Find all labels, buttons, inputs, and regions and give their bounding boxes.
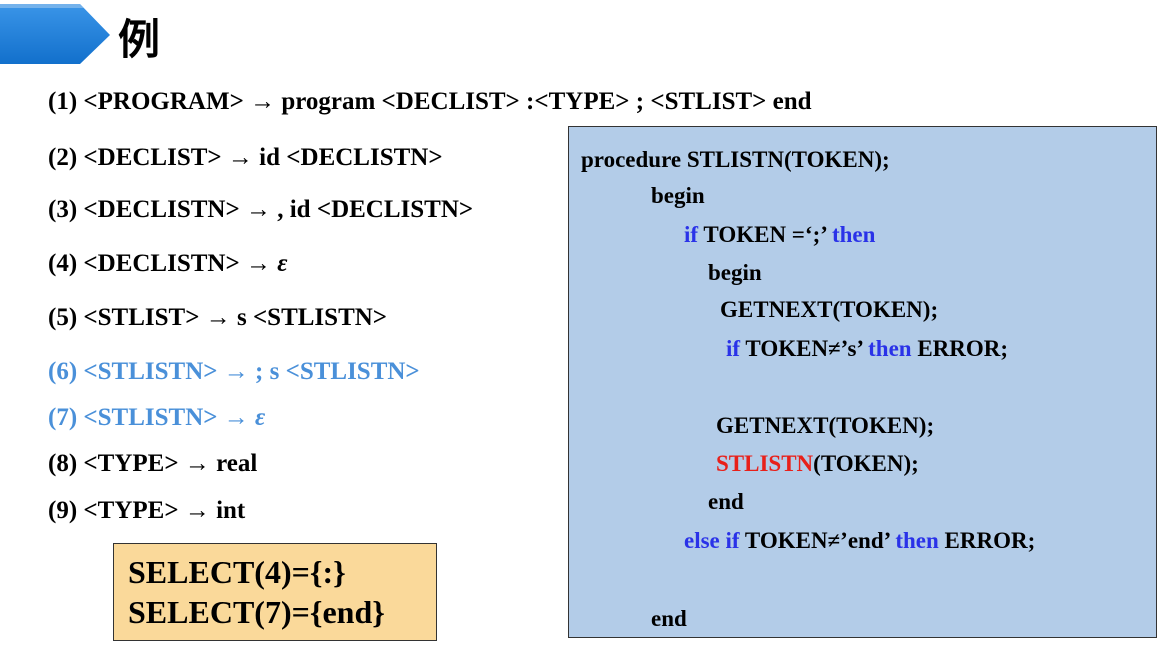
keyword-else-if: else if [684, 528, 740, 553]
condition-text: TOKEN =‘;’ [698, 222, 832, 247]
epsilon-symbol: ε [255, 404, 266, 431]
title-arrow-banner [0, 0, 120, 66]
keyword-if: if [726, 336, 741, 361]
grammar-rule-6: (6) <STLISTN> → ; s <STLISTN> [48, 358, 420, 386]
condition-text: TOKEN≠’s’ [740, 336, 869, 361]
arrow-icon [0, 4, 110, 64]
grammar-rule-9: (9) <TYPE> → int [48, 497, 245, 525]
grammar-rule-3: (3) <DECLISTN> → , id <DECLISTN> [48, 196, 473, 224]
epsilon-symbol: ε [277, 250, 288, 277]
call-args: (TOKEN); [813, 451, 919, 476]
rule-number: (1) [48, 88, 78, 115]
code-line-procedure: procedure STLISTN(TOKEN); [581, 147, 890, 172]
rule-text: <TYPE> → int [83, 497, 246, 524]
code-line-if-semicolon: if TOKEN =‘;’ then [684, 222, 875, 248]
code-line-begin: begin [651, 183, 705, 208]
rule-number: (4) [48, 250, 78, 277]
rule-number: (3) [48, 196, 78, 223]
keyword-then: then [868, 336, 912, 361]
page-title: 例 [118, 15, 162, 64]
keyword-then: then [895, 528, 939, 553]
rule-number: (2) [48, 144, 78, 171]
rule-text: <PROGRAM> → program <DECLIST> :<TYPE> ; … [83, 88, 812, 115]
code-line-recursive-call: STLISTN(TOKEN); [716, 451, 919, 477]
code-line-if-s: if TOKEN≠’s’ then ERROR; [726, 336, 1008, 362]
error-text: ERROR; [911, 336, 1009, 361]
rule-number: (6) [48, 358, 78, 385]
code-line-inner-end: end [708, 489, 744, 514]
grammar-rule-7: (7) <STLISTN> → ε [48, 404, 265, 432]
keyword-if: if [684, 222, 699, 247]
select-set-4: SELECT(4)={:} [128, 554, 346, 590]
grammar-rule-5: (5) <STLIST> → s <STLISTN> [48, 304, 387, 332]
select-set-7: SELECT(7)={end} [128, 594, 385, 630]
procedure-code-box: procedure STLISTN(TOKEN); begin if TOKEN… [568, 126, 1157, 638]
rule-text: <STLIST> → s <STLISTN> [83, 304, 388, 331]
rule-text: <DECLISTN> → [83, 250, 278, 277]
error-text: ERROR; [938, 528, 1036, 553]
rule-number: (8) [48, 450, 78, 477]
code-line-getnext-2: GETNEXT(TOKEN); [716, 413, 935, 438]
rule-text: <STLISTN> → ; s <STLISTN> [83, 358, 420, 385]
rule-number: (9) [48, 497, 78, 524]
code-line-getnext-1: GETNEXT(TOKEN); [720, 297, 939, 322]
rule-text: <DECLIST> → id <DECLISTN> [83, 144, 443, 171]
recursive-call-name: STLISTN [716, 451, 814, 476]
select-set-box: SELECT(4)={:} SELECT(7)={end} [113, 543, 437, 641]
code-line-end: end [651, 606, 687, 631]
rule-text: <DECLISTN> → , id <DECLISTN> [83, 196, 474, 223]
rule-text: <TYPE> → real [83, 450, 258, 477]
keyword-then: then [831, 222, 876, 247]
grammar-rule-1: (1) <PROGRAM> → program <DECLIST> :<TYPE… [48, 88, 812, 116]
rule-number: (5) [48, 304, 78, 331]
rule-text: <STLISTN> → [83, 404, 256, 431]
condition-text: TOKEN≠’end’ [739, 528, 896, 553]
code-line-inner-begin: begin [708, 260, 762, 285]
grammar-rule-4: (4) <DECLISTN> → ε [48, 250, 287, 278]
rule-number: (7) [48, 404, 78, 431]
grammar-rule-8: (8) <TYPE> → real [48, 450, 257, 478]
code-line-else-if: else if TOKEN≠’end’ then ERROR; [684, 528, 1035, 554]
grammar-rule-2: (2) <DECLIST> → id <DECLISTN> [48, 144, 443, 172]
